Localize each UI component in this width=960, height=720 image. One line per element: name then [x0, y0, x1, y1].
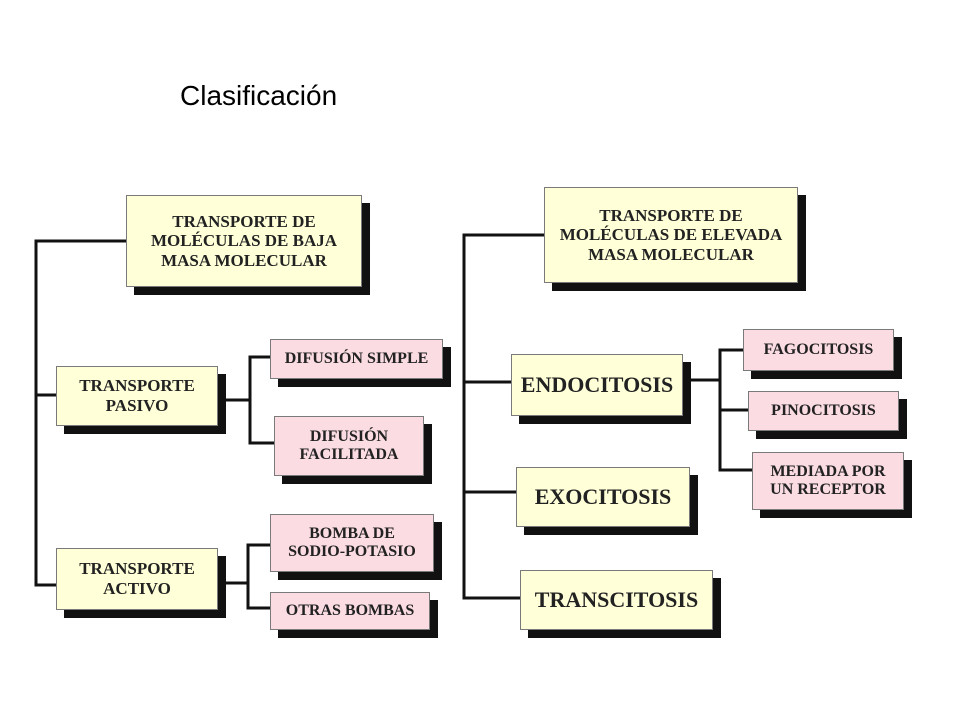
- node-transporte-activo: TRANSPORTE ACTIVO: [56, 548, 218, 610]
- node-transcitosis: TRANSCITOSIS: [520, 570, 713, 630]
- connector-endo-branch: [683, 348, 752, 472]
- connector-pasivo-branch: [218, 355, 274, 445]
- node-difusion-simple: DIFUSIÓN SIMPLE: [270, 339, 443, 379]
- node-bomba-sodio-potasio: BOMBA DE SODIO-POTASIO: [270, 514, 434, 572]
- node-transporte-baja-masa: TRANSPORTE DE MOLÉCULAS DE BAJA MASA MOL…: [126, 195, 362, 287]
- connector-activo-branch: [218, 543, 270, 610]
- node-endocitosis: ENDOCITOSIS: [511, 354, 683, 416]
- node-transporte-elevada-masa: TRANSPORTE DE MOLÉCULAS DE ELEVADA MASA …: [544, 187, 798, 283]
- node-transporte-pasivo: TRANSPORTE PASIVO: [56, 366, 218, 426]
- connector-left-trunk: [34, 239, 126, 587]
- node-difusion-facilitada: DIFUSIÓN FACILITADA: [274, 416, 424, 476]
- page-title: Clasificación: [180, 80, 338, 111]
- connector-right-trunk: [462, 233, 544, 600]
- node-mediada-por-receptor: MEDIADA POR UN RECEPTOR: [752, 452, 904, 510]
- node-exocitosis: EXOCITOSIS: [516, 467, 690, 527]
- node-fagocitosis: FAGOCITOSIS: [743, 329, 894, 371]
- node-pinocitosis: PINOCITOSIS: [748, 391, 899, 431]
- node-otras-bombas: OTRAS BOMBAS: [270, 592, 430, 630]
